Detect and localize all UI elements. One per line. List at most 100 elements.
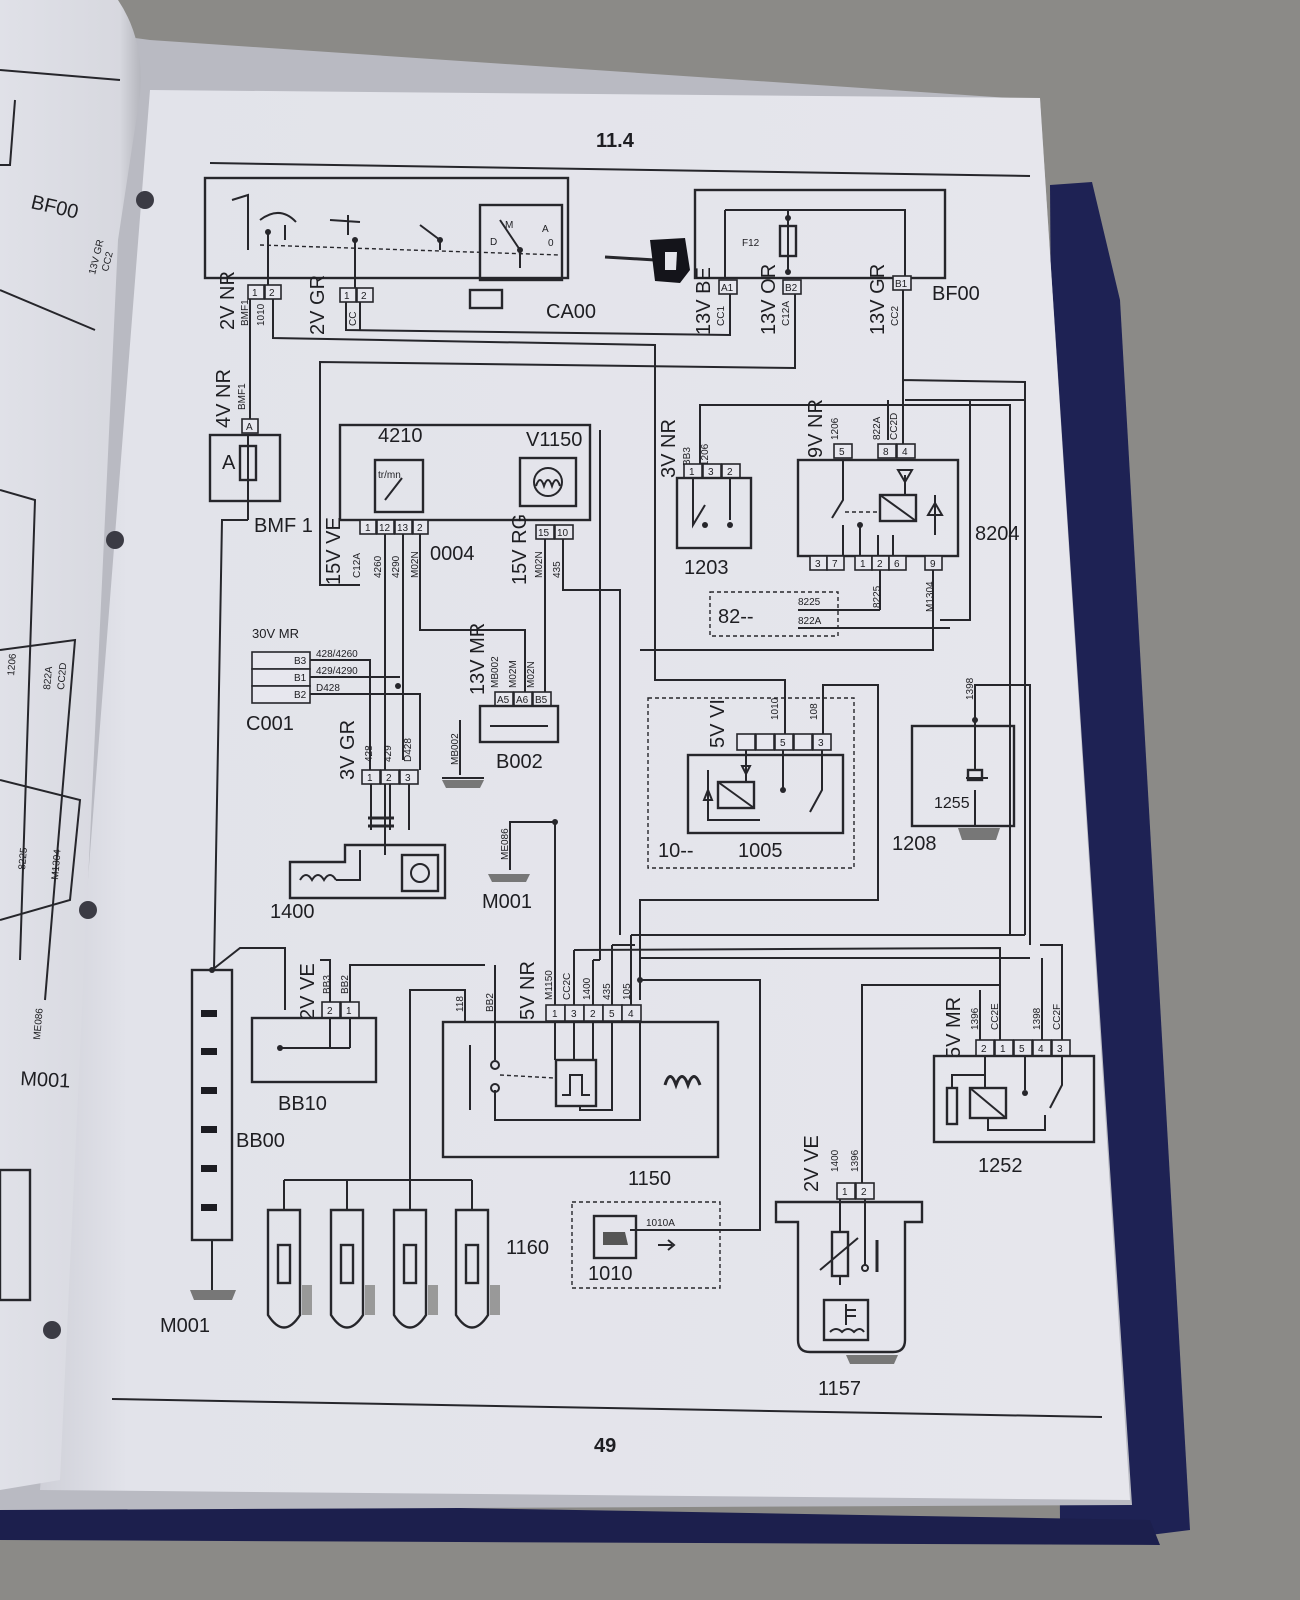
wire-mb002-a: MB002 <box>490 656 501 688</box>
wire-4290: 4290 <box>391 555 402 578</box>
wire-cc2c: CC2C <box>562 973 573 1000</box>
wire-bb2-a: BB2 <box>340 975 351 994</box>
wire-bmf1-b: BMF1 <box>237 383 248 410</box>
c8204-pin-1: 1 <box>860 559 866 570</box>
left-822a-label: 822A <box>42 666 55 691</box>
wire-428: 428 <box>364 745 375 762</box>
wire-435-b: 435 <box>602 983 613 1000</box>
ca00-conn-b: 2V GR <box>307 275 329 335</box>
bf00-conn-a: 13V BE <box>693 267 715 335</box>
wire-105: 105 <box>622 983 633 1000</box>
c1208-component: 1398 1255 1208 <box>892 677 1031 945</box>
c1252-conn: 5V MR <box>943 997 965 1058</box>
bmf1-letter: A <box>222 452 236 474</box>
c0004-pin-2: 2 <box>417 523 423 534</box>
wire-d428-a: D428 <box>316 683 340 694</box>
c1203-conn: 3V NR <box>658 419 680 478</box>
wire-m02m: M02M <box>508 660 519 688</box>
ca00-ignition-switch: M A D 0 CA00 1 2 1 2 <box>203 176 690 323</box>
bmf1-label: BMF 1 <box>254 515 313 537</box>
c1252-pin-5: 5 <box>1019 1044 1025 1055</box>
c1005-label: 1005 <box>738 840 783 862</box>
wire-429-4290: 429/4290 <box>316 666 358 677</box>
c1150-module: 118 BB2 5V NR M1150 CC2C 1400 435 105 1 … <box>409 934 1030 1231</box>
wire-m02n-a: M02N <box>410 551 421 578</box>
c1400-pin-1: 1 <box>367 773 373 784</box>
c1203-pin-3: 3 <box>708 467 714 478</box>
wire-1400-a: 1400 <box>582 977 593 1000</box>
c1252-pin-2: 2 <box>981 1044 987 1055</box>
b002-pin-a6: A6 <box>516 695 529 706</box>
c1010a-label: 1010A <box>646 1218 675 1229</box>
binder-rings <box>43 191 154 1339</box>
wire-429: 429 <box>383 745 394 762</box>
c1005-conn: 5V VI <box>707 699 729 748</box>
wire-c12a-b: C12A <box>352 553 363 578</box>
binder-cover-bottom <box>0 1500 1160 1545</box>
c1400-conn: 3V GR <box>337 720 359 780</box>
footer-rule <box>111 1398 1103 1418</box>
wire-1010: 1010 <box>256 303 267 326</box>
wire-822a: 822A <box>872 416 883 440</box>
c0004-label: 0004 <box>430 543 475 565</box>
bf00-fusebox: F12 BF00 A1 B2 B1 <box>693 188 980 305</box>
wire-m02n-b: M02N <box>534 551 545 578</box>
wire-1400-b: 1400 <box>830 1149 841 1172</box>
c1005-relay-group: 5V VI 1010 108 5 3 10-- 1005 <box>639 680 879 1000</box>
left-8225-label: 8225 <box>17 847 30 871</box>
c1150-pin-2: 2 <box>590 1009 596 1020</box>
c1252-pin-1: 1 <box>1000 1044 1006 1055</box>
c1252-pin-4: 4 <box>1038 1044 1044 1055</box>
c1150-pin-3: 3 <box>571 1009 577 1020</box>
wire-1398-a: 1398 <box>965 677 976 700</box>
c1252-pin-3: 3 <box>1057 1044 1063 1055</box>
c1400-pin-2: 2 <box>386 773 392 784</box>
c1150-pin-4: 4 <box>628 1009 634 1020</box>
wire-1206-b: 1206 <box>830 417 841 440</box>
bf00-pin-b1: B1 <box>895 279 908 290</box>
m001-label-b: M001 <box>160 1315 210 1337</box>
bf00-conn-b: 13V OR <box>758 264 780 335</box>
wire-1396-b: 1396 <box>850 1149 861 1172</box>
wire-1010-b: 1010 <box>770 697 781 720</box>
c8204-conn: 9V NR <box>805 399 827 458</box>
left-cc2-label: CC2 <box>100 250 116 272</box>
left-cc2d-label: CC2D <box>56 662 69 690</box>
ca00-pin-1b: 1 <box>344 291 350 302</box>
c0004-pin-1: 1 <box>365 523 371 534</box>
wire-cc2: CC2 <box>890 306 901 326</box>
c1150-label: 1150 <box>628 1168 671 1190</box>
right-page <box>40 90 1130 1500</box>
wire-m02n-c: M02N <box>526 661 537 688</box>
c1150-conn: 5V NR <box>517 961 539 1020</box>
bmf1-conn: 4V NR <box>213 369 235 428</box>
c8204-pin-3: 3 <box>815 559 821 570</box>
bb10-pin-1: 1 <box>346 1006 352 1017</box>
b002-conn: 13V MR <box>467 623 489 695</box>
wire-me086: ME086 <box>500 828 511 860</box>
wire-bmf1-a: BMF1 <box>240 299 251 326</box>
left-1206-label: 1206 <box>6 653 19 677</box>
c8204-pin-5: 5 <box>839 447 845 458</box>
c1150-pin-5: 5 <box>609 1009 615 1020</box>
ca00-switch-0: 0 <box>548 238 554 249</box>
bb10-label: BB10 <box>278 1093 327 1115</box>
v1150-label: V1150 <box>526 429 582 451</box>
wire-108: 108 <box>809 703 820 720</box>
c1203-relay: 3V NR BB3 1206 1 3 2 1203 <box>658 404 1011 935</box>
c8204-pin-7: 7 <box>832 559 838 570</box>
c001-label: C001 <box>246 713 294 735</box>
wire-cc: CC <box>348 312 359 326</box>
f12-label: F12 <box>742 238 760 249</box>
c1400-component: 3V GR 428 429 D428 1 2 3 1400 <box>270 720 447 923</box>
c1157-sensor: 2V VE 1400 1396 1 2 1157 <box>774 984 1000 1400</box>
c8204-pin-2: 2 <box>877 559 883 570</box>
m001-ground-a: ME086 M001 <box>482 819 558 960</box>
c1010-label: 1010 <box>588 1263 633 1285</box>
c0004-pin-12: 12 <box>379 523 391 534</box>
c1252-relay: 5V MR 1396 CC2E 1398 CC2F 2 1 5 4 3 1252 <box>932 944 1096 1177</box>
ca00-switch-d: D <box>490 237 497 248</box>
page-number: 49 <box>594 1435 616 1457</box>
c1208-label: 1208 <box>892 833 937 855</box>
